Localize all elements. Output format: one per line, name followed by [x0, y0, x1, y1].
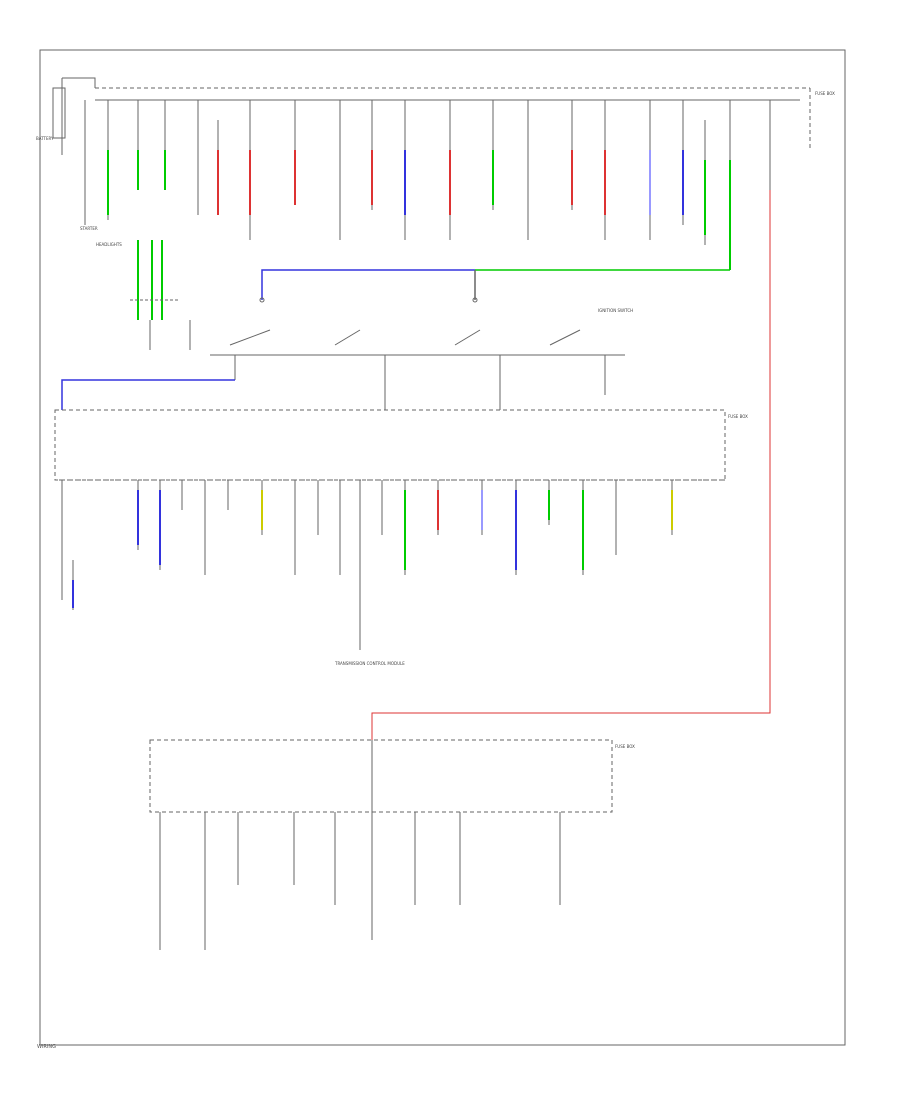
ignition-blue-feed — [61, 379, 235, 410]
mid-circuits — [61, 480, 673, 650]
ignition-feeds — [261, 269, 730, 300]
battery — [52, 87, 66, 139]
battery-wire — [61, 77, 96, 150]
label-transmission-control: TRANSMISSION CONTROL MODULE — [334, 661, 405, 666]
label-fuse-box-top: FUSE BOX — [815, 91, 835, 96]
label-starter: STARTER — [80, 226, 98, 231]
label-headlights: HEADLIGHTS — [96, 242, 122, 247]
top-colored-wires — [107, 150, 731, 270]
label-ignition-switch: IGNITION SWITCH — [598, 308, 633, 313]
component-labels: STARTER HEADLIGHTS BATTERY IGNITION SWIT… — [36, 91, 835, 749]
mid-colored-wires — [72, 490, 673, 608]
diagram-frame — [39, 49, 846, 1046]
label-fuse-box-bottom: FUSE BOX — [615, 744, 635, 749]
label-fuse-box-mid: FUSE BOX — [728, 414, 748, 419]
lower-box-red-feed — [371, 190, 771, 740]
top-circuits — [107, 100, 771, 270]
top-section — [52, 77, 811, 225]
lower-fuse-box — [149, 739, 613, 950]
headlight-relay — [130, 240, 191, 350]
footer-text: WIRING — [37, 1044, 56, 1050]
label-battery: BATTERY — [36, 136, 54, 141]
mid-fuse-box — [54, 409, 726, 481]
ignition-switch — [210, 297, 625, 410]
